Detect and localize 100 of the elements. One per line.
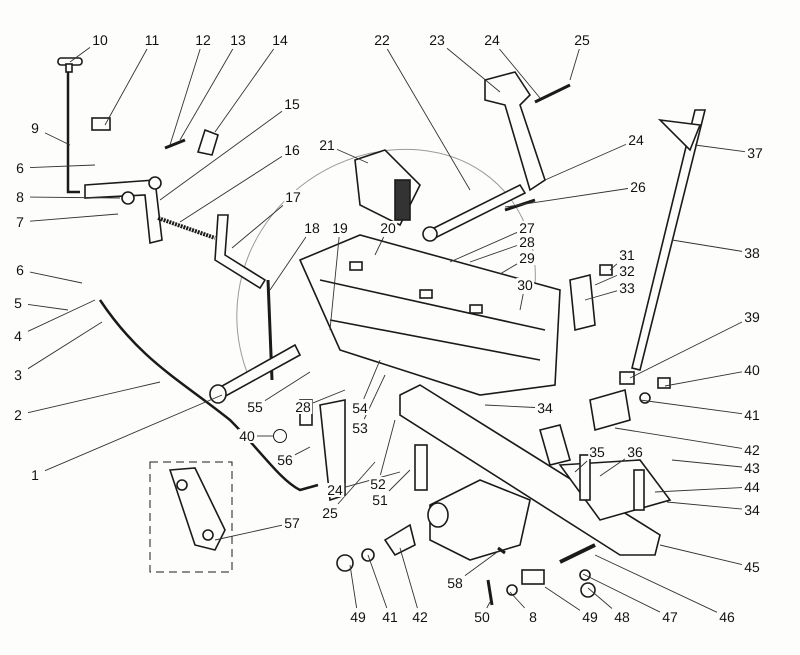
callout-number: 58	[446, 576, 464, 590]
callout-number: 22	[373, 33, 391, 47]
leader-line	[484, 404, 536, 408]
leader-line	[338, 462, 376, 504]
leader-line	[30, 272, 82, 284]
leader-line	[30, 214, 118, 222]
leader-line	[600, 458, 626, 476]
callout-number: 44	[743, 480, 761, 494]
callout-number: 47	[661, 610, 679, 624]
leader-line	[660, 544, 742, 566]
leader-line	[594, 274, 618, 286]
leader-line	[666, 502, 742, 510]
leader-line	[570, 48, 580, 80]
leader-line	[486, 602, 490, 608]
callout-number: 25	[573, 33, 591, 47]
leader-line	[180, 156, 282, 222]
leader-line	[388, 470, 410, 492]
callout-number: 57	[283, 516, 301, 530]
leader-line	[214, 524, 282, 540]
callout-number: 13	[229, 33, 247, 47]
callout-number: 38	[743, 246, 761, 260]
leader-line	[264, 372, 310, 402]
callout-number: 51	[371, 493, 389, 507]
callout-number: 34	[743, 503, 761, 517]
leader-line	[400, 548, 418, 608]
callout-number: 5	[13, 296, 23, 310]
callout-number: 15	[283, 97, 301, 111]
leader-line	[44, 132, 70, 146]
callout-number: 46	[718, 610, 736, 624]
leader-line	[270, 236, 306, 290]
callout-number: 48	[613, 610, 631, 624]
leader-line	[640, 400, 742, 414]
callout-number: 27	[518, 221, 536, 235]
leader-line	[364, 374, 386, 420]
leader-line	[28, 322, 102, 370]
leader-line	[614, 428, 742, 449]
leader-line	[582, 574, 660, 612]
callout-number: 53	[351, 421, 369, 435]
leader-line	[654, 487, 742, 492]
callout-number: 2	[13, 408, 23, 422]
leader-line	[368, 554, 388, 608]
leader-line	[380, 420, 396, 476]
callout-number: 21	[318, 138, 336, 152]
callout-number: 50	[473, 610, 491, 624]
leader-line	[344, 472, 400, 488]
leader-line	[500, 263, 518, 274]
leader-line	[363, 360, 380, 400]
leader-line	[232, 204, 284, 248]
callout-number: 49	[349, 610, 367, 624]
leader-line	[30, 196, 120, 198]
callout-number: 40	[743, 363, 761, 377]
callout-number: 41	[381, 610, 399, 624]
callout-number: 33	[618, 281, 636, 295]
leader-line	[520, 294, 524, 310]
callout-number: 18	[303, 221, 321, 235]
leader-line	[450, 232, 518, 262]
callout-number: 39	[743, 310, 761, 324]
callout-number: 37	[746, 146, 764, 160]
leader-line	[630, 322, 742, 378]
callout-number: 35	[588, 445, 606, 459]
leader-line	[664, 371, 742, 386]
leader-line	[499, 48, 540, 98]
leader-line	[170, 48, 201, 146]
leader-line	[28, 382, 160, 414]
callout-number: 30	[516, 278, 534, 292]
callout-number: 23	[428, 33, 446, 47]
callout-number: 25	[321, 506, 339, 520]
callout-number: 11	[144, 33, 160, 47]
leader-line	[574, 460, 588, 472]
leader-line	[312, 390, 346, 404]
leader-line	[336, 148, 368, 164]
callout-number: 24	[627, 133, 645, 147]
callout-number: 42	[411, 610, 429, 624]
leader-line	[672, 460, 742, 468]
callout-number: 29	[518, 251, 536, 265]
callout-number: 12	[194, 33, 212, 47]
callout-number: 16	[283, 143, 301, 157]
callout-number: 42	[743, 443, 761, 457]
callout-number: 28	[294, 400, 312, 414]
leader-line	[470, 245, 518, 262]
callout-number: 17	[284, 190, 302, 204]
leader-line	[588, 588, 612, 609]
callout-number: 7	[15, 215, 25, 229]
leader-line	[386, 48, 470, 190]
leader-line	[544, 586, 580, 611]
leader-line	[446, 48, 500, 92]
washer-part	[273, 429, 287, 443]
callout-number: 8	[15, 190, 25, 204]
leader-line	[672, 240, 742, 252]
leader-line	[294, 446, 310, 456]
callout-number: 4	[13, 329, 23, 343]
callout-number: 56	[276, 453, 294, 467]
leader-line	[214, 48, 274, 132]
leader-line	[544, 144, 626, 180]
callout-number: 32	[618, 264, 636, 278]
leader-line	[44, 394, 222, 472]
callout-number: 24	[483, 33, 501, 47]
callout-number: 1	[30, 468, 40, 482]
leader-line	[374, 236, 384, 256]
callout-number: 3	[13, 368, 23, 382]
